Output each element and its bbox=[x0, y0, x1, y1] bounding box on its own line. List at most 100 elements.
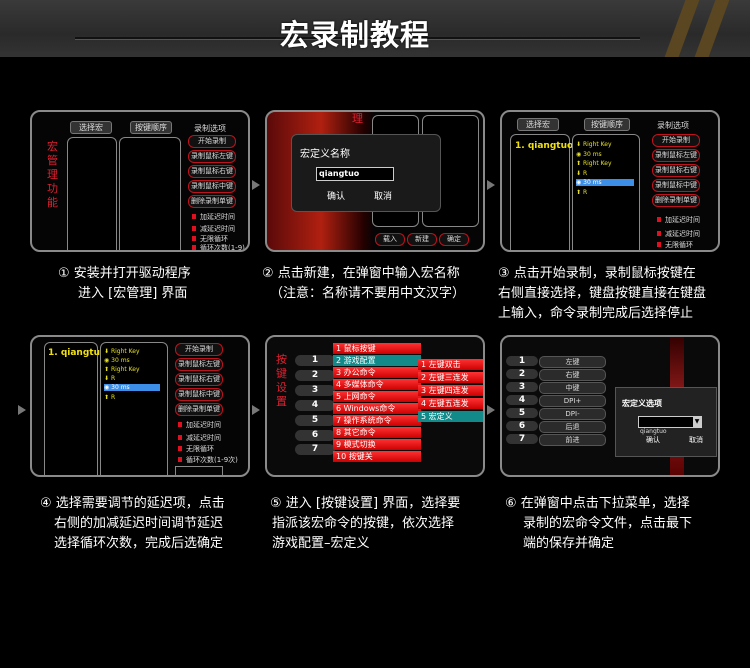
label: 无限循环 bbox=[665, 241, 693, 249]
tab-key-order[interactable]: 按键顺序 bbox=[584, 118, 630, 131]
add-delay-option[interactable]: 加延迟时间 bbox=[178, 420, 221, 430]
macro-list[interactable]: 1. qiangtuo bbox=[510, 134, 574, 250]
key-order-list[interactable] bbox=[119, 137, 181, 250]
submenu-double-click[interactable]: 1 左键双击 bbox=[418, 359, 483, 370]
menu-item-key-off[interactable]: 10 按键关 bbox=[333, 451, 421, 462]
menu-item-os[interactable]: 7 操作系统命令 bbox=[333, 415, 421, 426]
record-right-button[interactable]: 录制鼠标右键 bbox=[175, 373, 223, 386]
key-5-function[interactable]: DPI- bbox=[539, 408, 606, 420]
key-order-list[interactable] bbox=[572, 134, 640, 250]
record-middle-button[interactable]: 录制鼠标中键 bbox=[652, 179, 700, 192]
key-6-button[interactable]: 6 bbox=[295, 430, 335, 441]
submenu-triple-click[interactable]: 2 左键三连发 bbox=[418, 372, 483, 383]
macro-name-input[interactable]: qiangtuo bbox=[316, 167, 394, 181]
seq-up-r[interactable]: ⬆ R bbox=[104, 394, 116, 401]
seq-down-right-key[interactable]: ⬇ Right Key bbox=[576, 141, 612, 148]
record-right-button[interactable]: 录制鼠标右键 bbox=[652, 164, 700, 177]
record-left-button[interactable]: 录制鼠标左键 bbox=[188, 150, 236, 163]
menu-item-other[interactable]: 8 其它命令 bbox=[333, 427, 421, 438]
macro-item[interactable]: 1. qiangtuo bbox=[48, 348, 107, 358]
seq-delay[interactable]: ◉ 30 ms bbox=[576, 151, 602, 158]
loop-count-option[interactable]: 循环次数(1-9次) bbox=[178, 455, 238, 465]
cancel-button[interactable]: 取消 bbox=[689, 436, 703, 444]
key-6-label: 6 bbox=[506, 421, 538, 431]
macro-item[interactable]: 1. qiangtuo bbox=[515, 141, 574, 151]
key-2-function[interactable]: 右键 bbox=[539, 369, 606, 381]
key-7-function[interactable]: 前进 bbox=[539, 434, 606, 446]
menu-item-mode[interactable]: 9 模式切换 bbox=[333, 439, 421, 450]
record-left-button[interactable]: 录制鼠标左键 bbox=[175, 358, 223, 371]
menu-item-office[interactable]: 3 办公命令 bbox=[333, 367, 421, 378]
add-delay-option[interactable]: 加延迟时间 bbox=[657, 215, 700, 225]
key-1-function[interactable]: 左键 bbox=[539, 356, 606, 368]
delete-key-button[interactable]: 删除录制单键 bbox=[175, 403, 223, 416]
seq-up-right-key[interactable]: ⬆ Right Key bbox=[576, 160, 612, 167]
record-right-button[interactable]: 录制鼠标右键 bbox=[188, 165, 236, 178]
key-7-button[interactable]: 7 bbox=[295, 444, 335, 455]
key-order-list[interactable] bbox=[100, 342, 168, 475]
infinite-loop-option[interactable]: 无限循环 bbox=[657, 240, 693, 250]
tab-select-macro[interactable]: 选择宏 bbox=[517, 118, 559, 131]
reduce-delay-option[interactable]: 减延迟时间 bbox=[657, 229, 700, 239]
loop-count-input[interactable] bbox=[175, 466, 223, 475]
infinite-loop-checkbox[interactable]: 无限循环 bbox=[178, 444, 214, 454]
macro-list[interactable]: 1. qiangtuo bbox=[44, 342, 106, 475]
menu-item-game-config[interactable]: 2 游戏配置 bbox=[333, 355, 421, 366]
key-4-function[interactable]: DPI+ bbox=[539, 395, 606, 407]
reduce-delay-option[interactable]: 减延迟时间 bbox=[178, 433, 221, 443]
caption-line: 右侧直接选择，键盘按键直接在键盘 bbox=[498, 286, 707, 301]
menu-item-mouse-keys[interactable]: 1 鼠标按键 bbox=[333, 343, 421, 354]
label: 循环次数(1-9次) bbox=[186, 456, 238, 464]
menu-item-web[interactable]: 5 上网命令 bbox=[333, 391, 421, 402]
cancel-button[interactable]: 取消 bbox=[374, 192, 393, 202]
delete-key-button[interactable]: 删除录制单键 bbox=[652, 194, 700, 207]
record-middle-button[interactable]: 录制鼠标中键 bbox=[175, 388, 223, 401]
macro-list[interactable] bbox=[67, 137, 117, 250]
reduce-delay-option[interactable]: 减延迟时间 bbox=[192, 224, 235, 234]
seq-down-right-key[interactable]: ⬇ Right Key bbox=[104, 348, 140, 355]
step5-screenshot: 按键设置 1 2 3 4 5 6 7 1 鼠标按键 2 游戏配置 3 办公命令 … bbox=[265, 335, 485, 477]
seq-down-r[interactable]: ⬇ R bbox=[104, 375, 116, 382]
infinite-loop-option[interactable]: 无限循环 bbox=[192, 234, 228, 244]
key-3-function[interactable]: 中键 bbox=[539, 382, 606, 394]
tab-select-macro[interactable]: 选择宏 bbox=[70, 121, 112, 134]
seq-up-right-key[interactable]: ⬆ Right Key bbox=[104, 366, 140, 373]
submenu-penta-click[interactable]: 4 左键五连发 bbox=[418, 398, 483, 409]
menu-item-media[interactable]: 4 多媒体命令 bbox=[333, 379, 421, 390]
key-5-button[interactable]: 5 bbox=[295, 415, 335, 426]
ok-button[interactable]: 确定 bbox=[439, 233, 469, 246]
start-record-button[interactable]: 开始录制 bbox=[175, 343, 223, 356]
seq-down-r[interactable]: ⬇ R bbox=[576, 170, 588, 177]
label: 30 ms bbox=[111, 357, 130, 364]
seq-delay-selected[interactable]: ◉ 30 ms bbox=[576, 179, 634, 186]
key-4-button[interactable]: 4 bbox=[295, 400, 335, 411]
confirm-button[interactable]: 确认 bbox=[327, 192, 346, 202]
label: R bbox=[110, 394, 116, 401]
record-left-button[interactable]: 录制鼠标左键 bbox=[652, 149, 700, 162]
seq-up-r[interactable]: ⬆ R bbox=[576, 189, 588, 196]
macro-select-dropdown[interactable]: ▼ bbox=[638, 416, 702, 428]
start-record-button[interactable]: 开始录制 bbox=[188, 135, 236, 148]
tab-key-order[interactable]: 按键顺序 bbox=[130, 121, 172, 134]
start-record-button[interactable]: 开始录制 bbox=[652, 134, 700, 147]
key-2-button[interactable]: 2 bbox=[295, 370, 335, 381]
confirm-button[interactable]: 确认 bbox=[646, 436, 660, 444]
delete-key-button[interactable]: 删除录制单键 bbox=[188, 195, 236, 208]
seq-delay-selected[interactable]: ◉ 30 ms bbox=[104, 384, 160, 391]
new-button[interactable]: 新建 bbox=[407, 233, 437, 246]
submenu-quad-click[interactable]: 3 左键四连发 bbox=[418, 385, 483, 396]
submenu-macro-define[interactable]: 5 宏定义 bbox=[418, 411, 483, 422]
menu-item-windows[interactable]: 6 Windows命令 bbox=[333, 403, 421, 414]
side-title-peek: 理 bbox=[352, 112, 363, 125]
seq-delay[interactable]: ◉ 30 ms bbox=[104, 357, 130, 364]
dropdown-option[interactable]: qiangtuo bbox=[640, 428, 667, 435]
load-button[interactable]: 载入 bbox=[375, 233, 405, 246]
macro-name-dialog: 宏定义名称 qiangtuo 确认 取消 bbox=[291, 134, 441, 212]
key-3-button[interactable]: 3 bbox=[295, 385, 335, 396]
loop-count-option[interactable]: 循环次数(1-9) bbox=[192, 243, 245, 250]
key-6-function[interactable]: 后退 bbox=[539, 421, 606, 433]
chevron-down-icon[interactable]: ▼ bbox=[693, 417, 701, 427]
record-middle-button[interactable]: 录制鼠标中键 bbox=[188, 180, 236, 193]
add-delay-option[interactable]: 加延迟时间 bbox=[192, 212, 235, 222]
key-1-button[interactable]: 1 bbox=[295, 355, 335, 366]
